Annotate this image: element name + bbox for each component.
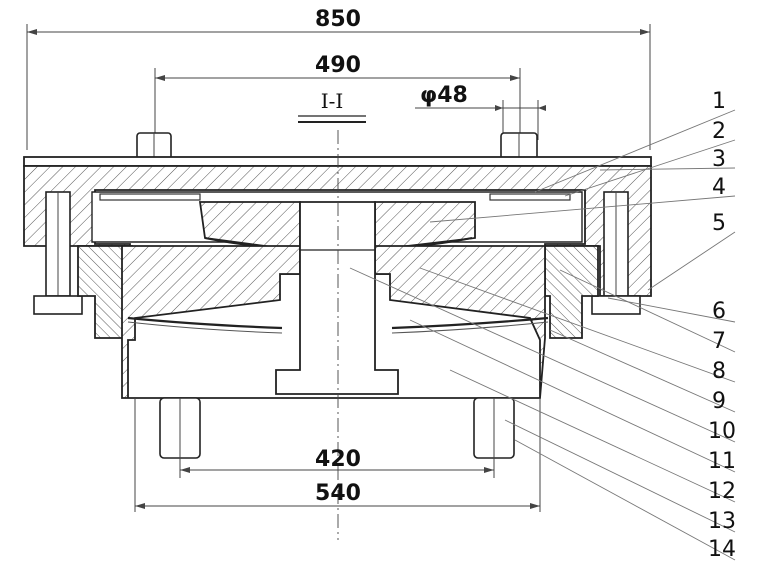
part-numbers: 1 2 3 4 5 6 7 8 9 10 11 12 13 14 (708, 89, 736, 562)
side-brackets (77, 245, 599, 339)
sliding-plates (99, 193, 571, 201)
part-number-2: 2 (712, 119, 726, 144)
dimension-540-label: 540 (315, 481, 361, 506)
section-marker: I-I (298, 89, 366, 123)
dimension-420-label: 420 (315, 447, 361, 472)
dimension-850-label: 850 (315, 7, 361, 32)
part-number-13: 13 (708, 509, 736, 534)
part-number-8: 8 (712, 359, 726, 384)
dimension-phi48: φ48 (415, 83, 546, 140)
dimension-phi48-label: φ48 (420, 83, 468, 108)
dimension-490: 490 (154, 53, 521, 190)
dimension-540: 540 (134, 398, 541, 512)
part-number-12: 12 (708, 479, 736, 504)
part-leaders (349, 109, 736, 561)
side-bolts (33, 191, 641, 315)
part-number-1: 1 (712, 89, 726, 114)
part-number-7: 7 (712, 329, 726, 354)
lower-body (121, 245, 549, 399)
part-number-11: 11 (708, 449, 736, 474)
dimension-420: 420 (179, 447, 495, 478)
part-number-6: 6 (712, 299, 726, 324)
central-shaft (275, 201, 399, 395)
dimension-850: 850 (26, 7, 651, 150)
part-number-9: 9 (712, 389, 726, 414)
dimension-490-label: 490 (315, 53, 361, 78)
top-anchor-bolts (136, 132, 538, 160)
part-number-14: 14 (708, 537, 736, 562)
part-number-3: 3 (712, 147, 726, 172)
section-label: I-I (321, 89, 344, 113)
part-number-4: 4 (712, 175, 726, 200)
part-number-5: 5 (712, 211, 726, 236)
part-number-10: 10 (708, 419, 736, 444)
bottom-anchor-bolts (159, 397, 515, 459)
